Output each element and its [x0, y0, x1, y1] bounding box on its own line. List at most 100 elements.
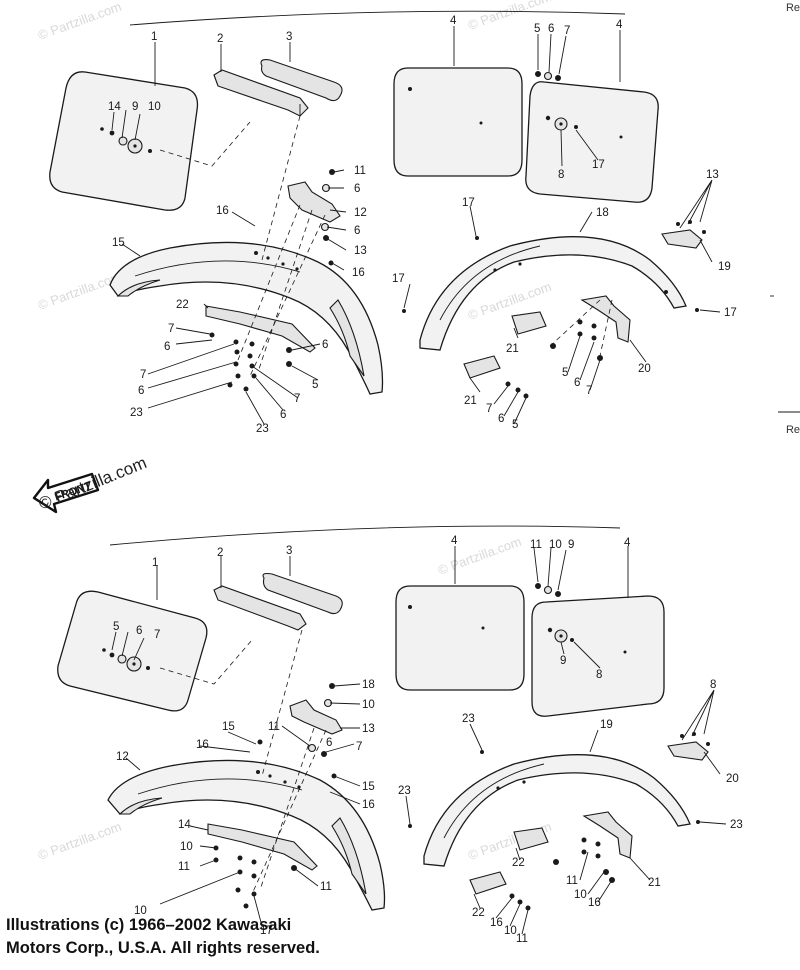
callout: 11 — [354, 165, 366, 177]
rod-3b — [262, 572, 343, 615]
callout: 9 — [560, 655, 566, 667]
front-arrow-icon: FRONT — [32, 472, 100, 514]
callout: 14 — [178, 819, 191, 831]
callout: 19 — [600, 719, 613, 731]
callout: 15 — [222, 721, 235, 733]
callout: 1 — [151, 31, 157, 43]
rear-fender-19 — [423, 754, 691, 867]
callout: 5 — [534, 23, 540, 35]
callout: 11 — [516, 933, 528, 945]
bracket-13b — [289, 699, 343, 735]
callout: 20 — [638, 363, 651, 375]
callout: 16 — [352, 267, 365, 279]
callout: 6 — [498, 413, 504, 425]
bracket-12 — [287, 181, 341, 223]
bottom-exploded-view — [57, 572, 710, 911]
callout: 17 — [724, 307, 737, 319]
callout: 23 — [130, 407, 143, 419]
top-exploded-view — [49, 59, 706, 399]
bracket-2b — [213, 585, 307, 631]
callout: 4 — [616, 19, 623, 31]
edge-text: Re — [785, 424, 800, 436]
rod-3 — [260, 59, 343, 102]
faint-watermark: © Partzilla.com — [436, 534, 523, 578]
panel-4-right — [525, 81, 659, 203]
callout: 17 — [592, 159, 605, 171]
bracket-20 — [580, 295, 631, 343]
callout: 22 — [176, 299, 189, 311]
panel-4b-left — [395, 585, 525, 691]
callout: 23 — [730, 819, 743, 831]
frame-line — [109, 525, 621, 546]
callout: 6 — [354, 183, 360, 195]
bottom-callouts: 1 2 3 4 4 11 10 9 5 6 7 9 8 18 10 13 15 … — [113, 535, 743, 945]
callout: 9 — [132, 101, 138, 113]
callout: 6 — [548, 23, 554, 35]
callout: 7 — [356, 741, 362, 753]
copyright-notice: Illustrations (c) 1966–2002 Kawasaki Mot… — [6, 914, 320, 960]
callout: 5 — [562, 367, 568, 379]
callout: 19 — [718, 261, 731, 273]
callout: 11 — [530, 539, 542, 551]
callout: 16 — [196, 739, 209, 751]
callout: 10 — [180, 841, 193, 853]
callout: 6 — [280, 409, 286, 421]
callout: 21 — [648, 877, 661, 889]
callout: 3 — [286, 31, 292, 43]
edge-text: Re — [785, 2, 800, 14]
callout: 23 — [398, 785, 411, 797]
faint-watermark: © Partzilla.com — [36, 0, 123, 43]
callout: 5 — [312, 379, 318, 391]
bottom-leader-lines — [111, 546, 727, 935]
callout: 22 — [512, 857, 525, 869]
callout: 17 — [462, 197, 475, 209]
callout: 2 — [217, 33, 223, 45]
callout: 6 — [138, 385, 144, 397]
callout: 6 — [322, 339, 328, 351]
callout: 5 — [113, 621, 119, 633]
plate-21b — [463, 355, 501, 379]
frame-line — [129, 10, 626, 26]
callout: 20 — [726, 773, 739, 785]
callout: 12 — [116, 751, 129, 763]
front-fender-12 — [107, 759, 386, 911]
callout: 2 — [217, 547, 223, 559]
callout: 21 — [464, 395, 477, 407]
bracket-19 — [661, 229, 703, 249]
callout: 11 — [320, 881, 332, 893]
copyright-line: Illustrations (c) 1966–2002 Kawasaki — [6, 916, 292, 934]
callout: 21 — [506, 343, 519, 355]
brace-22 — [205, 305, 316, 353]
front-fender-15 — [109, 241, 384, 395]
callout: 5 — [512, 419, 518, 431]
callout: 8 — [558, 169, 564, 181]
callout: 16 — [588, 897, 601, 909]
faint-watermark: © Partzilla.com — [36, 269, 123, 313]
brace-14b — [207, 823, 318, 871]
callout: 13 — [354, 245, 367, 257]
side-panel-left-b — [57, 590, 208, 712]
callout: 3 — [286, 545, 292, 557]
callout: 6 — [574, 377, 580, 389]
callout: 7 — [586, 385, 592, 397]
callout: 16 — [216, 205, 229, 217]
panel-4-left — [393, 67, 523, 177]
callout: 8 — [596, 669, 602, 681]
callout: 10 — [504, 925, 517, 937]
callout: 13 — [706, 169, 719, 181]
plate-22b — [469, 871, 507, 895]
callout: 23 — [256, 423, 269, 435]
callout: 16 — [490, 917, 503, 929]
panel-4b-right — [531, 595, 665, 717]
callout: 7 — [168, 323, 174, 335]
callout: 10 — [148, 101, 161, 113]
callout: 6 — [326, 737, 332, 749]
callout: 16 — [362, 799, 375, 811]
callout: 18 — [362, 679, 375, 691]
callout: 12 — [354, 207, 367, 219]
callout: 15 — [362, 781, 375, 793]
callout: 22 — [472, 907, 485, 919]
callout: 10 — [362, 699, 375, 711]
bracket-20b — [667, 741, 709, 761]
